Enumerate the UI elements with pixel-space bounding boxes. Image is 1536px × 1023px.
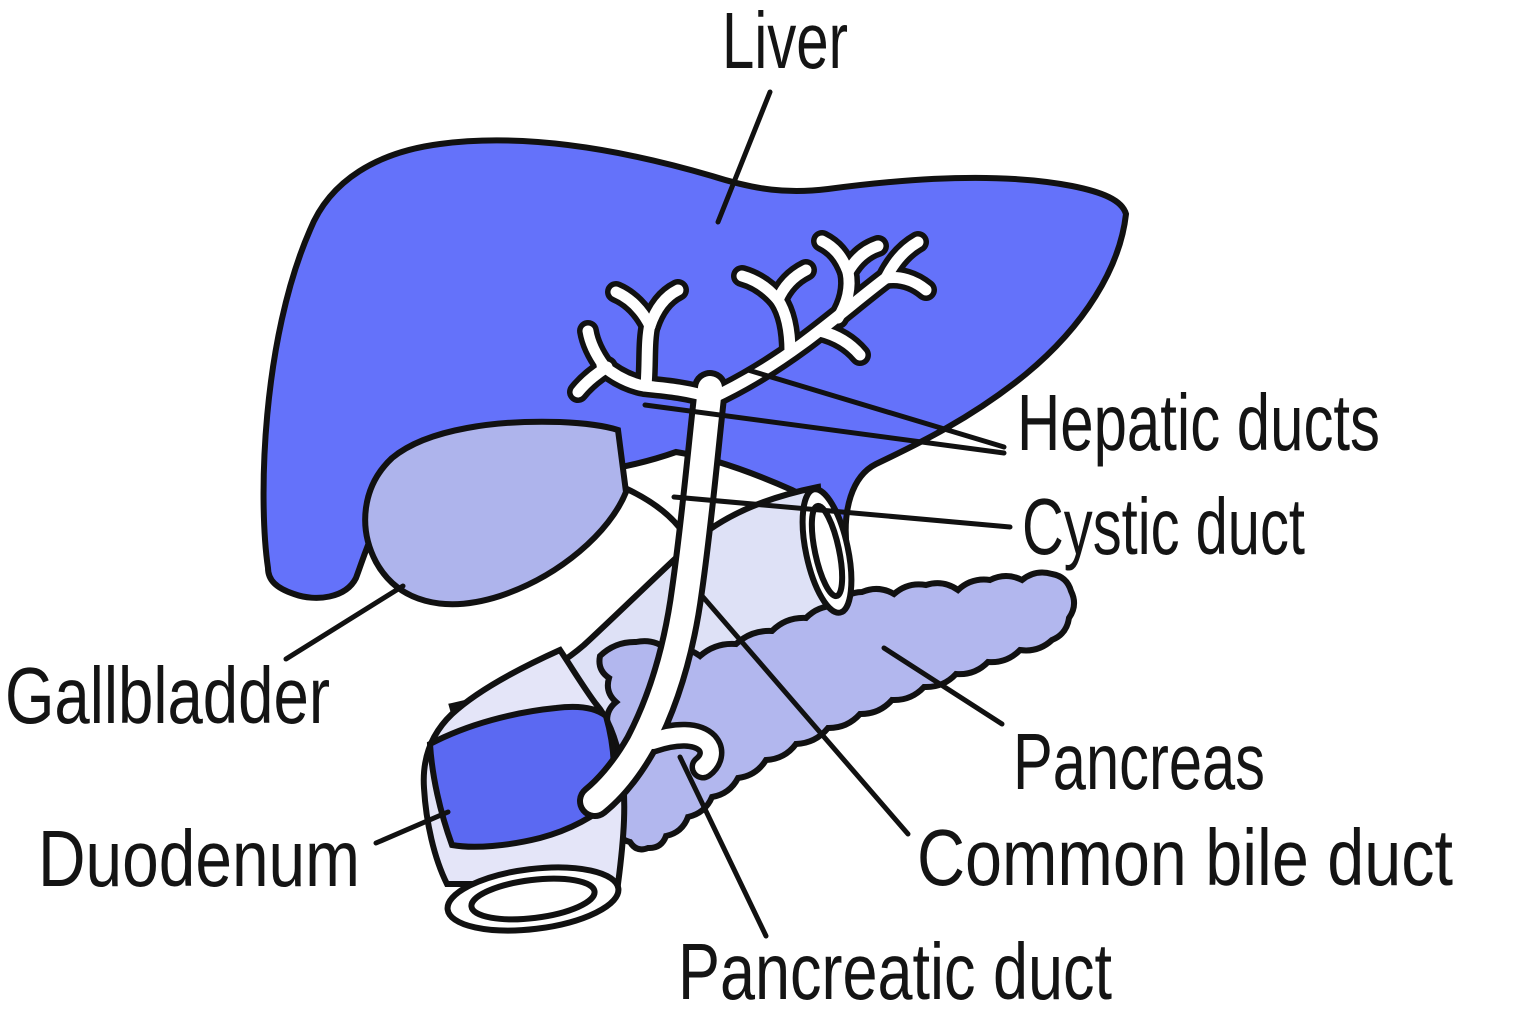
duct-twig: [842, 240, 884, 278]
leader-common-bile-duct: [700, 594, 911, 837]
duodenum-opening-inner-ring: [468, 875, 598, 923]
common-bile-duct-shape: [583, 376, 722, 813]
duct-twig: [814, 325, 866, 361]
duct-twig: [772, 264, 812, 306]
label-hepatic-ducts: Hepatic ducts: [1017, 378, 1380, 467]
pancreatic-duct-shape: [645, 727, 719, 775]
leader-hepatic-ducts-upper: [745, 367, 1007, 450]
duct-twig: [640, 318, 656, 392]
label-liver: Liver: [722, 0, 848, 85]
duct-twig: [880, 272, 932, 296]
duct-twig: [644, 284, 684, 332]
leader-duodenum: [373, 809, 451, 846]
duct-twig: [572, 361, 613, 398]
label-duodenum: Duodenum: [38, 814, 360, 903]
bile-duct-system-fill: [572, 235, 932, 813]
label-pancreatic-duct: Pancreatic duct: [678, 927, 1112, 1016]
leader-cystic-duct: [671, 494, 1013, 530]
gallbladder-shape: [362, 418, 630, 608]
leader-gallbladder: [283, 583, 406, 662]
label-pancreas: Pancreas: [1013, 717, 1265, 806]
label-cystic-duct: Cystic duct: [1022, 482, 1305, 571]
tube-opening-inner-ring: [808, 502, 846, 600]
leader-pancreas: [881, 645, 1005, 727]
label-gallbladder: Gallbladder: [5, 651, 330, 740]
right-hepatic-duct: [706, 272, 892, 404]
leader-hepatic-ducts-lower: [642, 402, 1007, 456]
leader-liver: [715, 89, 773, 225]
duct-twig: [582, 325, 610, 372]
leader-pancreatic-duct: [677, 754, 769, 939]
cystic-duct-crease: [624, 486, 682, 530]
label-common-bile-duct: Common bile duct: [917, 813, 1453, 902]
